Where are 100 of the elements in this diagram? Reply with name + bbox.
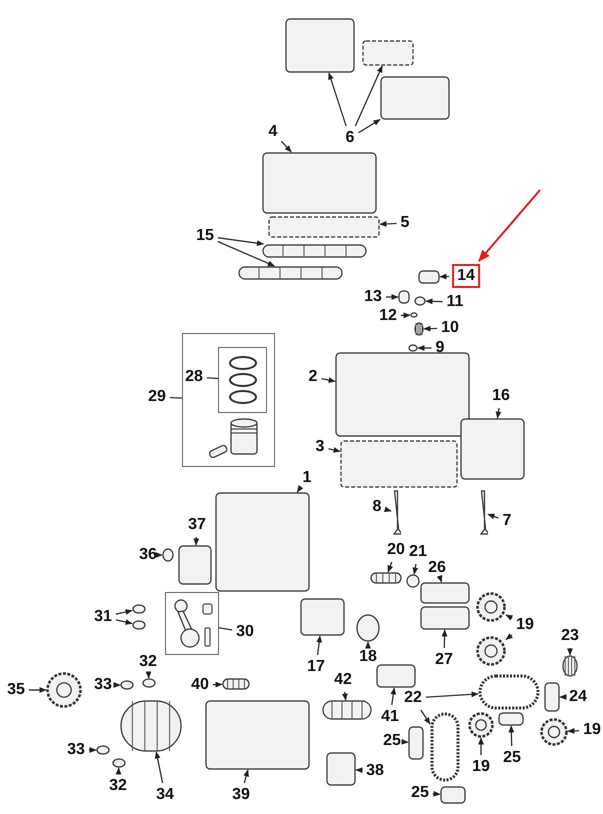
- leader-arrow: [388, 562, 394, 573]
- leader-arrow: [425, 298, 443, 304]
- chain-tensioner-drawing: [544, 682, 560, 712]
- leader-arrow: [358, 119, 381, 134]
- callout-number: 32: [138, 653, 158, 671]
- leader-arrow: [436, 574, 442, 583]
- callout-number: 30: [235, 623, 255, 641]
- callout-number: 8: [372, 498, 382, 516]
- leader-arrow: [567, 728, 580, 734]
- leader-arrow: [243, 769, 249, 784]
- leader-arrow: [116, 767, 122, 775]
- engine-cover-drawing: [285, 18, 355, 73]
- highlighted-callout-number: 14: [452, 264, 480, 288]
- valve-spring-drawing: [414, 322, 424, 336]
- leader-arrow: [386, 294, 399, 300]
- chain-guide-drawing: [408, 726, 424, 760]
- leader-arrow: [281, 140, 292, 153]
- seal-ring-drawing: [162, 548, 174, 562]
- callout-number: 10: [440, 319, 460, 337]
- callout-number: 17: [306, 658, 326, 676]
- leader-arrow: [114, 682, 121, 688]
- head-gasket-drawing: [340, 440, 458, 488]
- camshaft-drawing: [238, 266, 343, 280]
- leader-arrow: [412, 564, 418, 575]
- leader-arrow: [355, 767, 363, 774]
- leader-arrow: [156, 552, 163, 558]
- valve-drawing: [391, 490, 401, 535]
- crankshaft-pulley-drawing: [46, 672, 82, 708]
- callout-number: 6: [344, 129, 356, 147]
- oil-pump-drawing: [376, 664, 416, 688]
- callout-number: 40: [190, 676, 210, 694]
- callout-number: 1: [302, 469, 312, 487]
- leader-arrow: [116, 619, 133, 625]
- valve-lifter-drawing: [398, 290, 410, 304]
- bearing-shell-drawing: [112, 758, 126, 768]
- leader-arrow: [417, 345, 432, 351]
- leader-line: [206, 377, 218, 380]
- pointer-arrow: [478, 189, 541, 262]
- front-cover-drawing: [300, 598, 345, 636]
- rocker-arm-drawing: [418, 270, 440, 284]
- callout-number: 19: [471, 758, 491, 776]
- callout-number: 25: [382, 732, 402, 750]
- spring-seat-drawing: [408, 344, 418, 352]
- leader-arrow: [154, 751, 164, 784]
- callout-number: 3: [314, 438, 326, 456]
- callout-number: 42: [333, 671, 353, 689]
- callout-number: 28: [184, 368, 204, 386]
- leader-arrow: [384, 506, 392, 512]
- callout-number: 19: [582, 721, 602, 739]
- leader-arrow: [328, 72, 347, 126]
- dipstick-tube-drawing: [222, 678, 250, 690]
- callout-number: 41: [380, 708, 400, 726]
- camshaft-gear-drawing: [476, 636, 506, 666]
- leader-arrow: [146, 671, 152, 679]
- leader-arrow: [505, 633, 513, 640]
- bearing-shell-drawing: [142, 678, 156, 688]
- bearing-shell-drawing: [120, 680, 134, 690]
- bolt-drawing: [370, 572, 402, 584]
- leader-line: [170, 396, 182, 399]
- leader-arrow: [193, 536, 200, 546]
- valve-drawing: [478, 490, 488, 535]
- chain-guide-drawing: [498, 712, 524, 726]
- callout-number: 23: [560, 627, 580, 645]
- timing-chain-drawing: [430, 712, 460, 782]
- leader-arrow: [420, 710, 430, 725]
- callout-number: 29: [147, 388, 167, 406]
- callout-number: 13: [363, 288, 383, 306]
- bearing-shell-drawing: [132, 620, 146, 630]
- leader-arrow: [365, 641, 371, 648]
- leader-arrow: [390, 687, 396, 706]
- bearing-shell-drawing: [96, 745, 110, 755]
- engine-cover-drawing: [380, 76, 450, 120]
- callout-number: 18: [358, 648, 378, 666]
- callout-number: 7: [502, 512, 512, 530]
- camshaft-drawing: [262, 244, 367, 258]
- callout-number: 4: [268, 123, 278, 141]
- callout-number: 25: [502, 749, 522, 767]
- chain-guide-drawing: [440, 786, 466, 804]
- water-pump-drawing: [420, 582, 470, 604]
- cover-gasket-drawing: [362, 40, 414, 66]
- crankshaft-seal-drawing: [356, 614, 380, 642]
- leader-arrow: [321, 377, 336, 383]
- callout-number: 36: [138, 546, 158, 564]
- washer-drawing: [406, 574, 420, 588]
- leader-arrow: [379, 221, 397, 227]
- valve-cover-gasket-drawing: [268, 216, 380, 238]
- callout-number: 37: [187, 516, 207, 534]
- callout-number: 19: [515, 616, 535, 634]
- leader-arrow: [88, 747, 97, 753]
- leader-arrow: [116, 609, 133, 615]
- callout-number: 34: [155, 786, 175, 804]
- callout-number: 26: [427, 559, 447, 577]
- callout-number: 32: [108, 777, 128, 795]
- leader-line: [218, 627, 232, 631]
- callout-number: 38: [365, 762, 385, 780]
- leader-arrow: [439, 274, 450, 280]
- parts-kit-frame: [182, 333, 275, 467]
- valve-cover-drawing: [262, 152, 377, 214]
- camshaft-gear-drawing: [476, 592, 506, 622]
- leader-arrow: [423, 326, 438, 332]
